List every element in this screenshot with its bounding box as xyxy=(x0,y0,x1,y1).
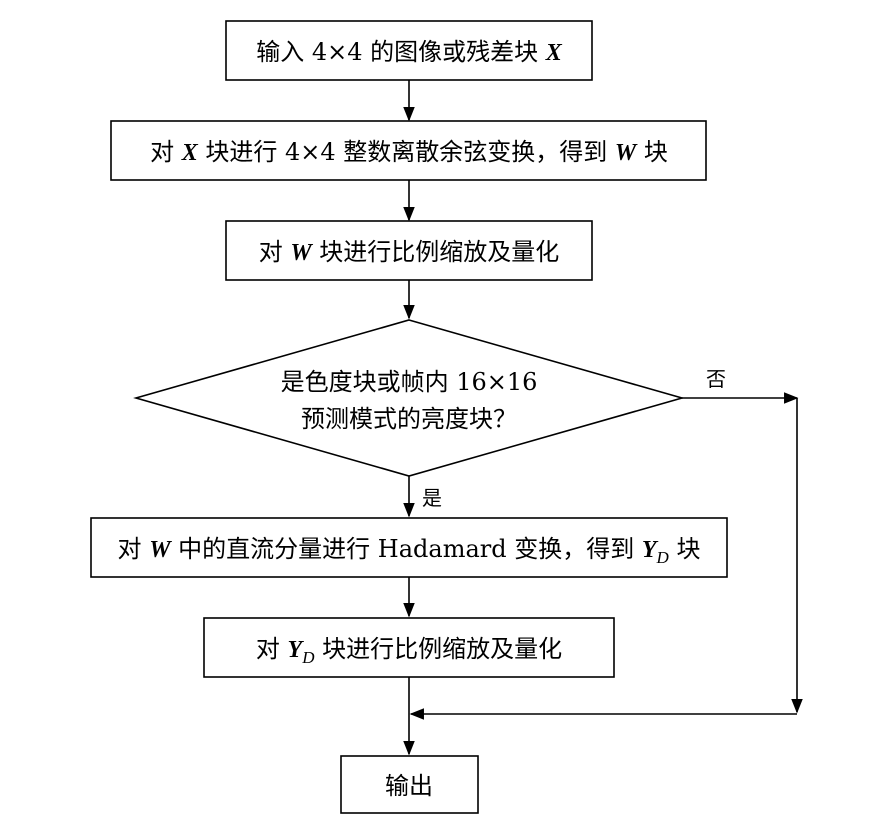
var-w: W xyxy=(615,140,638,166)
output-block: 输出 xyxy=(340,755,479,814)
step-quant-yd-pre: 对 xyxy=(256,635,288,663)
step-dct-post: 块 xyxy=(636,138,668,166)
var-y-subscript: D xyxy=(301,648,315,667)
svg-text:输入 4×4 的图像或残差块 X: 输入 4×4 的图像或残差块 X xyxy=(256,38,563,66)
step-dct-block: 对 X 块进行 4×4 整数离散余弦变换，得到 W 块 xyxy=(110,120,707,181)
step-hadamard-block: 对 W 中的直流分量进行 Hadamard 变换，得到 YD 块 xyxy=(90,517,728,578)
output-label: 输出 xyxy=(385,772,433,800)
step-input-block: 输入 4×4 的图像或残差块 X xyxy=(225,20,593,81)
step-quant-w-pre: 对 xyxy=(259,238,291,266)
var-w: W xyxy=(290,240,313,266)
step-input-text: 输入 4×4 的图像或残差块 xyxy=(256,38,546,66)
step-quant-w-block: 对 W 块进行比例缩放及量化 xyxy=(225,220,593,281)
step-dct-pre: 对 xyxy=(150,138,182,166)
step-dct-mid: 块进行 4×4 整数离散余弦变换，得到 xyxy=(198,138,615,166)
var-y-subscript: D xyxy=(656,548,670,567)
branch-no-label: 否 xyxy=(706,367,726,391)
svg-text:对 X 块进行 4×4 整数离散余弦变换，得到 W 块: 对 X 块进行 4×4 整数离散余弦变换，得到 W 块 xyxy=(150,138,668,166)
var-w: W xyxy=(149,537,172,563)
branch-yes-label: 是 xyxy=(422,486,442,510)
var-y: Y xyxy=(288,637,305,663)
step-hadamard-mid: 中的直流分量进行 Hadamard 变换，得到 xyxy=(171,535,642,563)
svg-text:对 YD 块进行比例缩放及量化: 对 YD 块进行比例缩放及量化 xyxy=(256,635,562,667)
decision-line-2: 预测模式的亮度块？ xyxy=(301,405,517,433)
step-quant-yd-block: 对 YD 块进行比例缩放及量化 xyxy=(203,617,615,678)
step-hadamard-post: 块 xyxy=(669,535,701,563)
svg-text:对 W 中的直流分量进行 Hadamard 变换，得到 YD: 对 W 中的直流分量进行 Hadamard 变换，得到 YD 块 xyxy=(118,535,701,567)
decision-line-1: 是色度块或帧内 16×16 xyxy=(281,368,538,396)
step-quant-w-post: 块进行比例缩放及量化 xyxy=(312,238,560,266)
var-x: X xyxy=(545,40,563,66)
decision-diamond: 是色度块或帧内 16×16 预测模式的亮度块？ xyxy=(133,319,685,477)
svg-text:对 W 块进行比例缩放及量化: 对 W 块进行比例缩放及量化 xyxy=(259,238,560,266)
step-hadamard-pre: 对 xyxy=(118,535,150,563)
var-y: Y xyxy=(642,537,659,563)
var-x: X xyxy=(181,140,199,166)
step-quant-yd-post: 块进行比例缩放及量化 xyxy=(314,635,562,663)
